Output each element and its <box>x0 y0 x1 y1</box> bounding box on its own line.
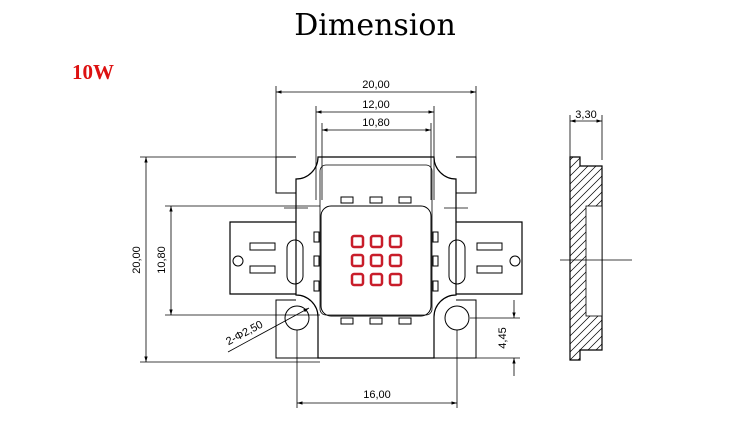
dim-overall-height: 20,00 <box>131 246 143 274</box>
left-wing <box>229 221 296 295</box>
side-lens <box>585 205 603 317</box>
dim-pad-width: 12,00 <box>362 99 390 111</box>
led-die <box>350 234 365 249</box>
led-die <box>350 253 365 268</box>
right-wing <box>456 221 523 295</box>
dim-chip-width: 10,80 <box>362 117 390 129</box>
dimension-lines: 20,00 12,00 10,80 20,00 10,80 2-Φ2,50 16… <box>131 79 520 408</box>
dim-overall-width: 20,00 <box>362 79 390 91</box>
left-slot <box>286 239 304 285</box>
dim-thickness: 3,30 <box>575 109 596 121</box>
dim-hole-diameter: 2-Φ2,50 <box>224 319 265 348</box>
led-die <box>388 272 403 287</box>
side-view: 3,30 <box>560 109 632 361</box>
right-slot <box>448 239 466 285</box>
mounting-hole-right <box>444 305 470 331</box>
front-view <box>229 156 523 359</box>
led-die <box>369 272 384 287</box>
chip-area <box>320 205 432 317</box>
left-indicator-hole <box>232 255 244 267</box>
led-die <box>388 234 403 249</box>
page-title: Dimension <box>294 8 456 43</box>
led-die <box>369 234 384 249</box>
led-die <box>350 272 365 287</box>
dim-hole-offset: 4,45 <box>497 327 509 348</box>
led-die <box>369 253 384 268</box>
right-indicator-hole <box>509 255 521 267</box>
led-die-array <box>350 234 403 287</box>
led-die <box>388 253 403 268</box>
power-rating-label: 10W <box>72 60 114 84</box>
dim-chip-height: 10,80 <box>156 246 168 274</box>
dim-hole-spacing: 16,00 <box>363 389 391 401</box>
